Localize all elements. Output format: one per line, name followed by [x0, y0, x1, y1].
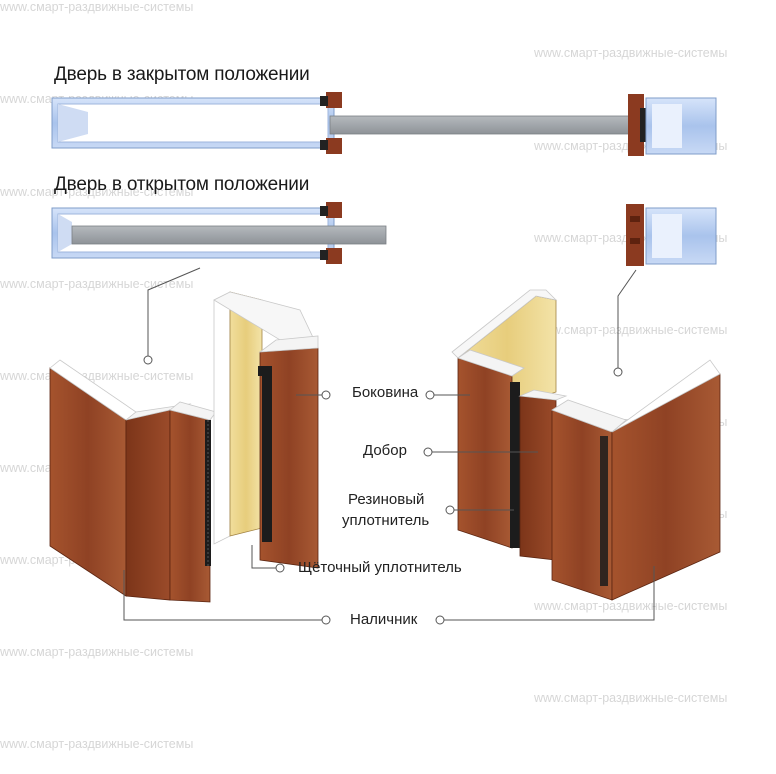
door-leaf-closed [329, 115, 643, 135]
seal-left-bottom-open [320, 250, 328, 260]
leader-dot [321, 615, 331, 625]
callout-side: Боковина [352, 384, 419, 401]
right-profile-inner-open [652, 214, 682, 258]
callout-casing: Наличник [350, 611, 418, 628]
leader-brush-seal [251, 545, 280, 569]
watermark: www.смарт-раздвижные-системы [0, 185, 194, 199]
jamb-notch-open [630, 216, 640, 222]
watermark: www.смарт-раздвижные-системы [0, 737, 194, 751]
leader-dot [275, 563, 285, 573]
heading-open-position: Дверь в открытом положении [54, 174, 310, 195]
pocket-cavity-closed [57, 103, 329, 143]
center-left-extension-3d [213, 291, 319, 569]
leader-casing-right [440, 566, 655, 621]
casing-right-panel [611, 373, 721, 601]
leader-dot [613, 367, 623, 377]
watermark: www.смарт-раздвижные-системы [534, 691, 728, 705]
jamb-left-face [169, 409, 211, 603]
leader-dot [425, 390, 435, 400]
closed-position-plan [51, 92, 717, 156]
leader-dot [423, 447, 433, 457]
leader-dot [435, 615, 445, 625]
jamb-left-top-closed [326, 92, 342, 108]
jamb-left-side [125, 409, 171, 601]
open-position-plan [51, 202, 717, 266]
leader-dot [143, 355, 153, 365]
leader-dot [445, 505, 455, 515]
leader-lines [123, 267, 655, 621]
watermark: www.смарт-раздвижные-системы [0, 0, 194, 14]
callout-brush-seal: Щёточный уплотнитель [298, 559, 462, 576]
callout-extension: Добор [363, 442, 407, 459]
leader-casing-left [123, 570, 326, 621]
brush-seal-right [600, 436, 608, 586]
leader-plan-right [617, 269, 637, 372]
seal-left-bottom-closed [320, 140, 328, 150]
watermark: www.смарт-раздвижные-системы [534, 46, 728, 60]
extension-board-right-top [518, 389, 568, 401]
seal-left-top-open [320, 206, 328, 216]
jamb-right-open [626, 204, 644, 266]
jamb-left-bottom-closed [326, 138, 342, 154]
side-panel-right-top [457, 349, 525, 377]
watermark: www.смарт-раздвижные-системы [534, 599, 728, 613]
jamb-notch-open [630, 238, 640, 244]
seal-left-top-closed [320, 96, 328, 106]
pocket-end-closed [58, 104, 88, 142]
seal-right-closed [640, 108, 648, 142]
watermark: www.смарт-раздвижные-системы [0, 645, 194, 659]
jamb-left-bottom-open [326, 248, 342, 264]
jamb-left-top-open [326, 202, 342, 218]
door-leaf-open [71, 225, 387, 245]
extension-board-right [519, 395, 557, 561]
leader-dots [143, 355, 623, 625]
callout-rubber-seal-line1: Резиновый [348, 491, 425, 508]
watermark: www.смарт-раздвижные-системы [534, 323, 728, 337]
callout-rubber-seal-line2: уплотнитель [342, 512, 430, 529]
rubber-seal-left [262, 366, 272, 542]
watermark: www.смарт-раздвижные-системы [0, 369, 194, 383]
extension-left-face [229, 291, 263, 537]
right-frame-3d [451, 289, 721, 601]
leader-dot [321, 390, 331, 400]
rubber-seal-left-cap [258, 366, 264, 376]
side-panel-right [457, 357, 513, 549]
right-profile-inner-closed [652, 104, 682, 148]
pocket-end-open [58, 214, 72, 252]
side-panel-left-top [258, 335, 319, 353]
casing-right-top [611, 359, 721, 433]
jamb-right-top [551, 399, 627, 433]
left-frame-3d [49, 359, 217, 603]
heading-closed-position: Дверь в закрытом положении [54, 64, 310, 85]
extension-left-edge [213, 291, 231, 545]
watermark: www.смарт-раздвижные-системы [0, 277, 194, 291]
leader-plan-left [147, 267, 201, 360]
rubber-seal-right [510, 382, 520, 548]
